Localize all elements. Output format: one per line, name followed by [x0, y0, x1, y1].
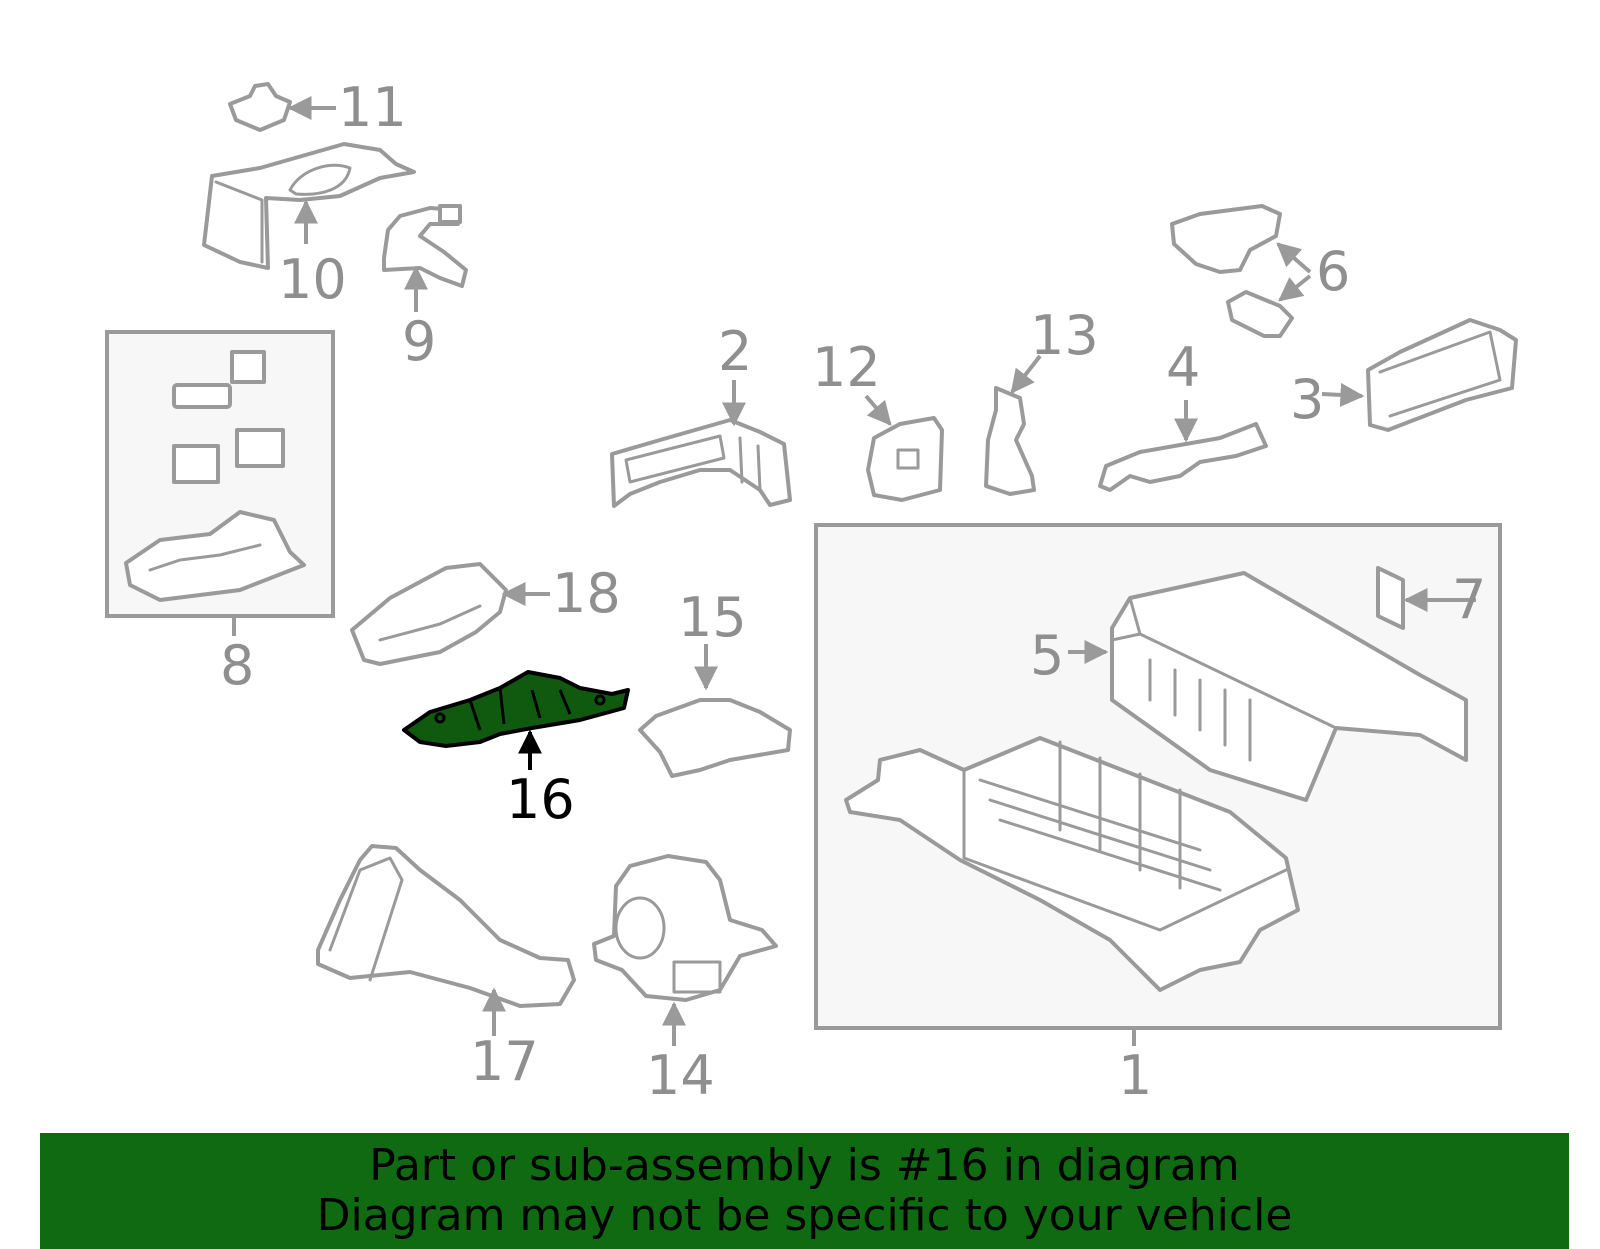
- callout-labels: 11 10 9 8 2 12 13 4 6 3 7 5 18 15 16 17 …: [220, 76, 1486, 1107]
- part-13-bracket: [984, 386, 1036, 496]
- callout-5: 5: [1030, 624, 1064, 687]
- relay-parts-8: [124, 350, 306, 602]
- part-11: [228, 82, 292, 132]
- part-15-cover: [638, 698, 792, 778]
- callout-16: 16: [506, 768, 575, 831]
- part-16-highlighted: [402, 670, 630, 748]
- callout-1: 1: [1118, 1044, 1152, 1107]
- part-7-label: [1376, 566, 1405, 630]
- callout-17: 17: [470, 1030, 539, 1093]
- banner-line-2: Diagram may not be specific to your vehi…: [316, 1190, 1293, 1241]
- callout-15: 15: [678, 586, 747, 649]
- callout-6: 6: [1316, 240, 1350, 303]
- part-6-parts: [1170, 204, 1294, 338]
- part-5-battery-cover: [1110, 571, 1468, 802]
- part-2-bracket: [610, 418, 792, 508]
- part-14-blower: [592, 854, 778, 1002]
- callout-4: 4: [1166, 336, 1200, 399]
- callout-7: 7: [1452, 568, 1486, 631]
- info-banner: Part or sub-assembly is #16 in diagram D…: [40, 1133, 1569, 1249]
- part-4-duct: [1098, 422, 1268, 492]
- leader-lines: [287, 96, 1476, 1046]
- part-10-bracket: [202, 142, 416, 270]
- callout-10: 10: [278, 248, 347, 311]
- callout-9: 9: [402, 310, 436, 373]
- callout-3: 3: [1290, 368, 1324, 431]
- part-1-battery-pack: [844, 736, 1300, 992]
- part-12-ecu: [866, 416, 944, 502]
- banner-line-1: Part or sub-assembly is #16 in diagram: [369, 1140, 1240, 1191]
- part-3-cover: [1366, 318, 1518, 432]
- callout-2: 2: [718, 320, 752, 383]
- part-18-duct: [350, 562, 508, 666]
- callout-12: 12: [812, 336, 881, 399]
- part-9-harness: [382, 204, 468, 288]
- part-17-duct: [316, 844, 576, 1008]
- callout-8: 8: [220, 634, 254, 697]
- callout-13: 13: [1030, 304, 1099, 367]
- callout-11: 11: [338, 76, 407, 139]
- callout-14: 14: [646, 1044, 715, 1107]
- callout-18: 18: [552, 562, 621, 625]
